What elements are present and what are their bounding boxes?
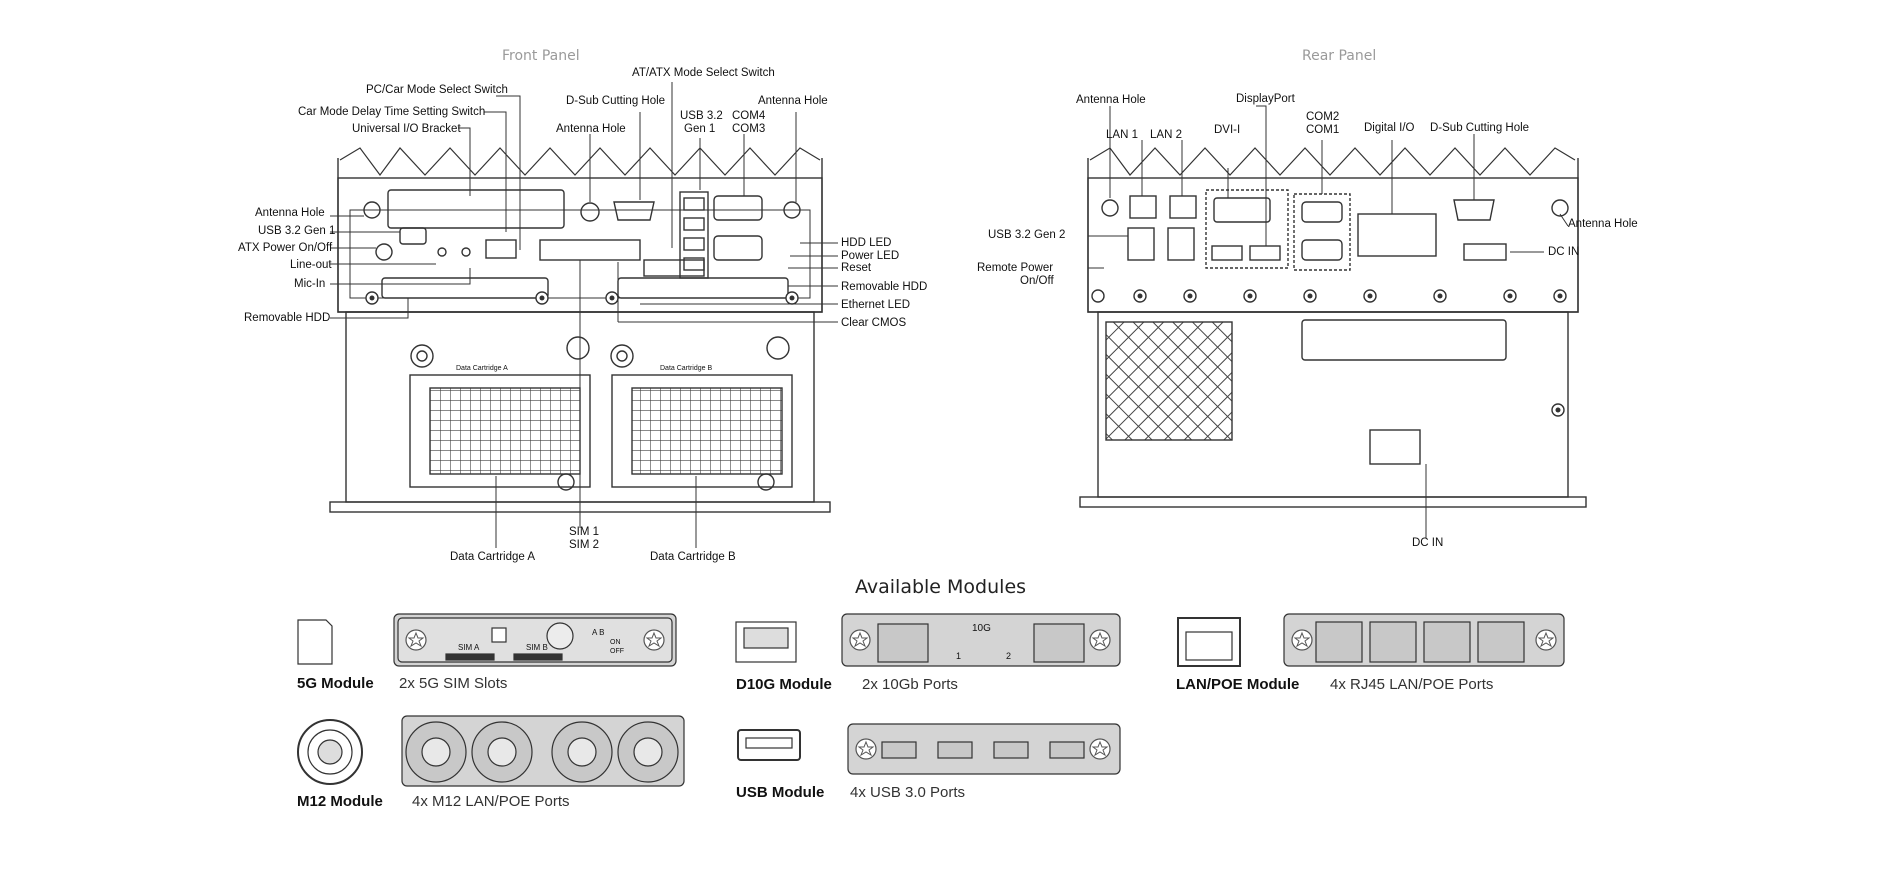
module-name-m12: M12 Module	[297, 793, 383, 810]
com1-label: COM1	[1306, 124, 1340, 136]
module-desc-5g: 2x 5G SIM Slots	[399, 675, 508, 692]
module-desc-usb: 4x USB 3.0 Ports	[850, 784, 966, 801]
silk-ab: A B	[592, 628, 605, 637]
front-panel-title: Front Panel	[502, 48, 580, 64]
silk-cartridge-a: Data Cartridge A	[456, 365, 508, 372]
rear-dsub-cut-label: D-Sub Cutting Hole	[1430, 122, 1530, 134]
sim-card-icon	[297, 619, 333, 665]
reset-label: Reset	[841, 262, 872, 274]
cartridge-a-label: Data Cartridge A	[450, 551, 536, 563]
module-desc-lanpoe: 4x RJ45 LAN/POE Ports	[1330, 676, 1494, 693]
dc-in-right-label: DC IN	[1548, 246, 1580, 258]
remote-power-label-2: On/Off	[1020, 275, 1054, 287]
antenna-left-label: Antenna Hole	[255, 207, 325, 219]
com3-label: COM3	[732, 123, 766, 135]
hdd-led-label: HDD LED	[841, 237, 892, 249]
dc-in-bottom-label: DC IN	[1412, 537, 1444, 549]
car-delay-label: Car Mode Delay Time Setting Switch	[298, 106, 486, 118]
com2-label: COM2	[1306, 111, 1340, 123]
silk-sim-a: SIM A	[458, 643, 480, 652]
ethernet-led-label: Ethernet LED	[841, 299, 911, 311]
heatsink-fins	[339, 147, 821, 177]
rear-antenna-left-label: Antenna Hole	[1076, 94, 1146, 106]
silk-off: OFF	[610, 648, 624, 655]
atx-power-label: ATX Power On/Off	[238, 242, 333, 254]
digital-io-label: Digital I/O	[1364, 122, 1415, 134]
usb32-top-label-2: Gen 1	[684, 123, 716, 135]
module-name-lanpoe: LAN/POE Module	[1176, 676, 1300, 693]
dsub-cut-front-label: D-Sub Cutting Hole	[566, 95, 666, 107]
rear-leader-lines	[1088, 105, 1569, 538]
pc-car-label: PC/Car Mode Select Switch	[366, 84, 508, 96]
lan1-label: LAN 1	[1106, 129, 1138, 141]
removable-hdd-left-label: Removable HDD	[244, 312, 331, 324]
module-name-usb: USB Module	[736, 784, 825, 801]
com4-label: COM4	[732, 110, 766, 122]
silk-port-2: 2	[1006, 651, 1012, 661]
line-out-label: Line-out	[290, 259, 332, 271]
heatsink-fins	[1089, 147, 1576, 176]
sim2-label: SIM 2	[569, 539, 600, 551]
m12-connector-icon	[297, 719, 363, 785]
universal-io-label: Universal I/O Bracket	[352, 123, 461, 135]
dvi-label: DVI-I	[1214, 124, 1241, 136]
modules-drawing	[297, 613, 1565, 787]
silk-on: ON	[610, 639, 621, 646]
rear-panel-drawing	[1079, 147, 1587, 508]
module-name-5g: 5G Module	[297, 675, 374, 692]
displayport-label: DisplayPort	[1236, 93, 1295, 105]
silk-port-1: 1	[956, 651, 962, 661]
rear-antenna-right-label: Antenna Hole	[1568, 218, 1638, 230]
antenna-top-right-label: Antenna Hole	[758, 95, 828, 107]
usb32-top-label-1: USB 3.2	[680, 110, 723, 122]
at-atx-label: AT/ATX Mode Select Switch	[632, 67, 775, 79]
rear-panel-title: Rear Panel	[1302, 48, 1377, 64]
module-name-d10g: D10G Module	[736, 676, 832, 693]
clear-cmos-label: Clear CMOS	[841, 317, 907, 329]
removable-hdd-right-label: Removable HDD	[841, 281, 928, 293]
silk-cartridge-b: Data Cartridge B	[660, 365, 713, 372]
front-leader-lines	[330, 82, 838, 548]
mic-in-label: Mic-In	[294, 278, 326, 290]
front-panel-drawing	[329, 147, 831, 513]
antenna-top-mid-label: Antenna Hole	[556, 123, 626, 135]
usb32-gen2-label: USB 3.2 Gen 2	[988, 229, 1066, 241]
remote-power-label-1: Remote Power	[977, 262, 1054, 274]
lan2-label: LAN 2	[1150, 129, 1182, 141]
module-desc-m12: 4x M12 LAN/POE Ports	[412, 793, 570, 810]
usb32-gen1-label: USB 3.2 Gen 1	[258, 225, 336, 237]
silk-10g: 10G	[972, 623, 991, 634]
cartridge-b-label: Data Cartridge B	[650, 551, 736, 563]
sim1-label: SIM 1	[569, 526, 600, 538]
power-led-label: Power LED	[841, 250, 900, 262]
module-desc-d10g: 2x 10Gb Ports	[862, 676, 958, 693]
modules-title: Available Modules	[855, 576, 1027, 598]
silk-sim-b: SIM B	[526, 643, 548, 652]
